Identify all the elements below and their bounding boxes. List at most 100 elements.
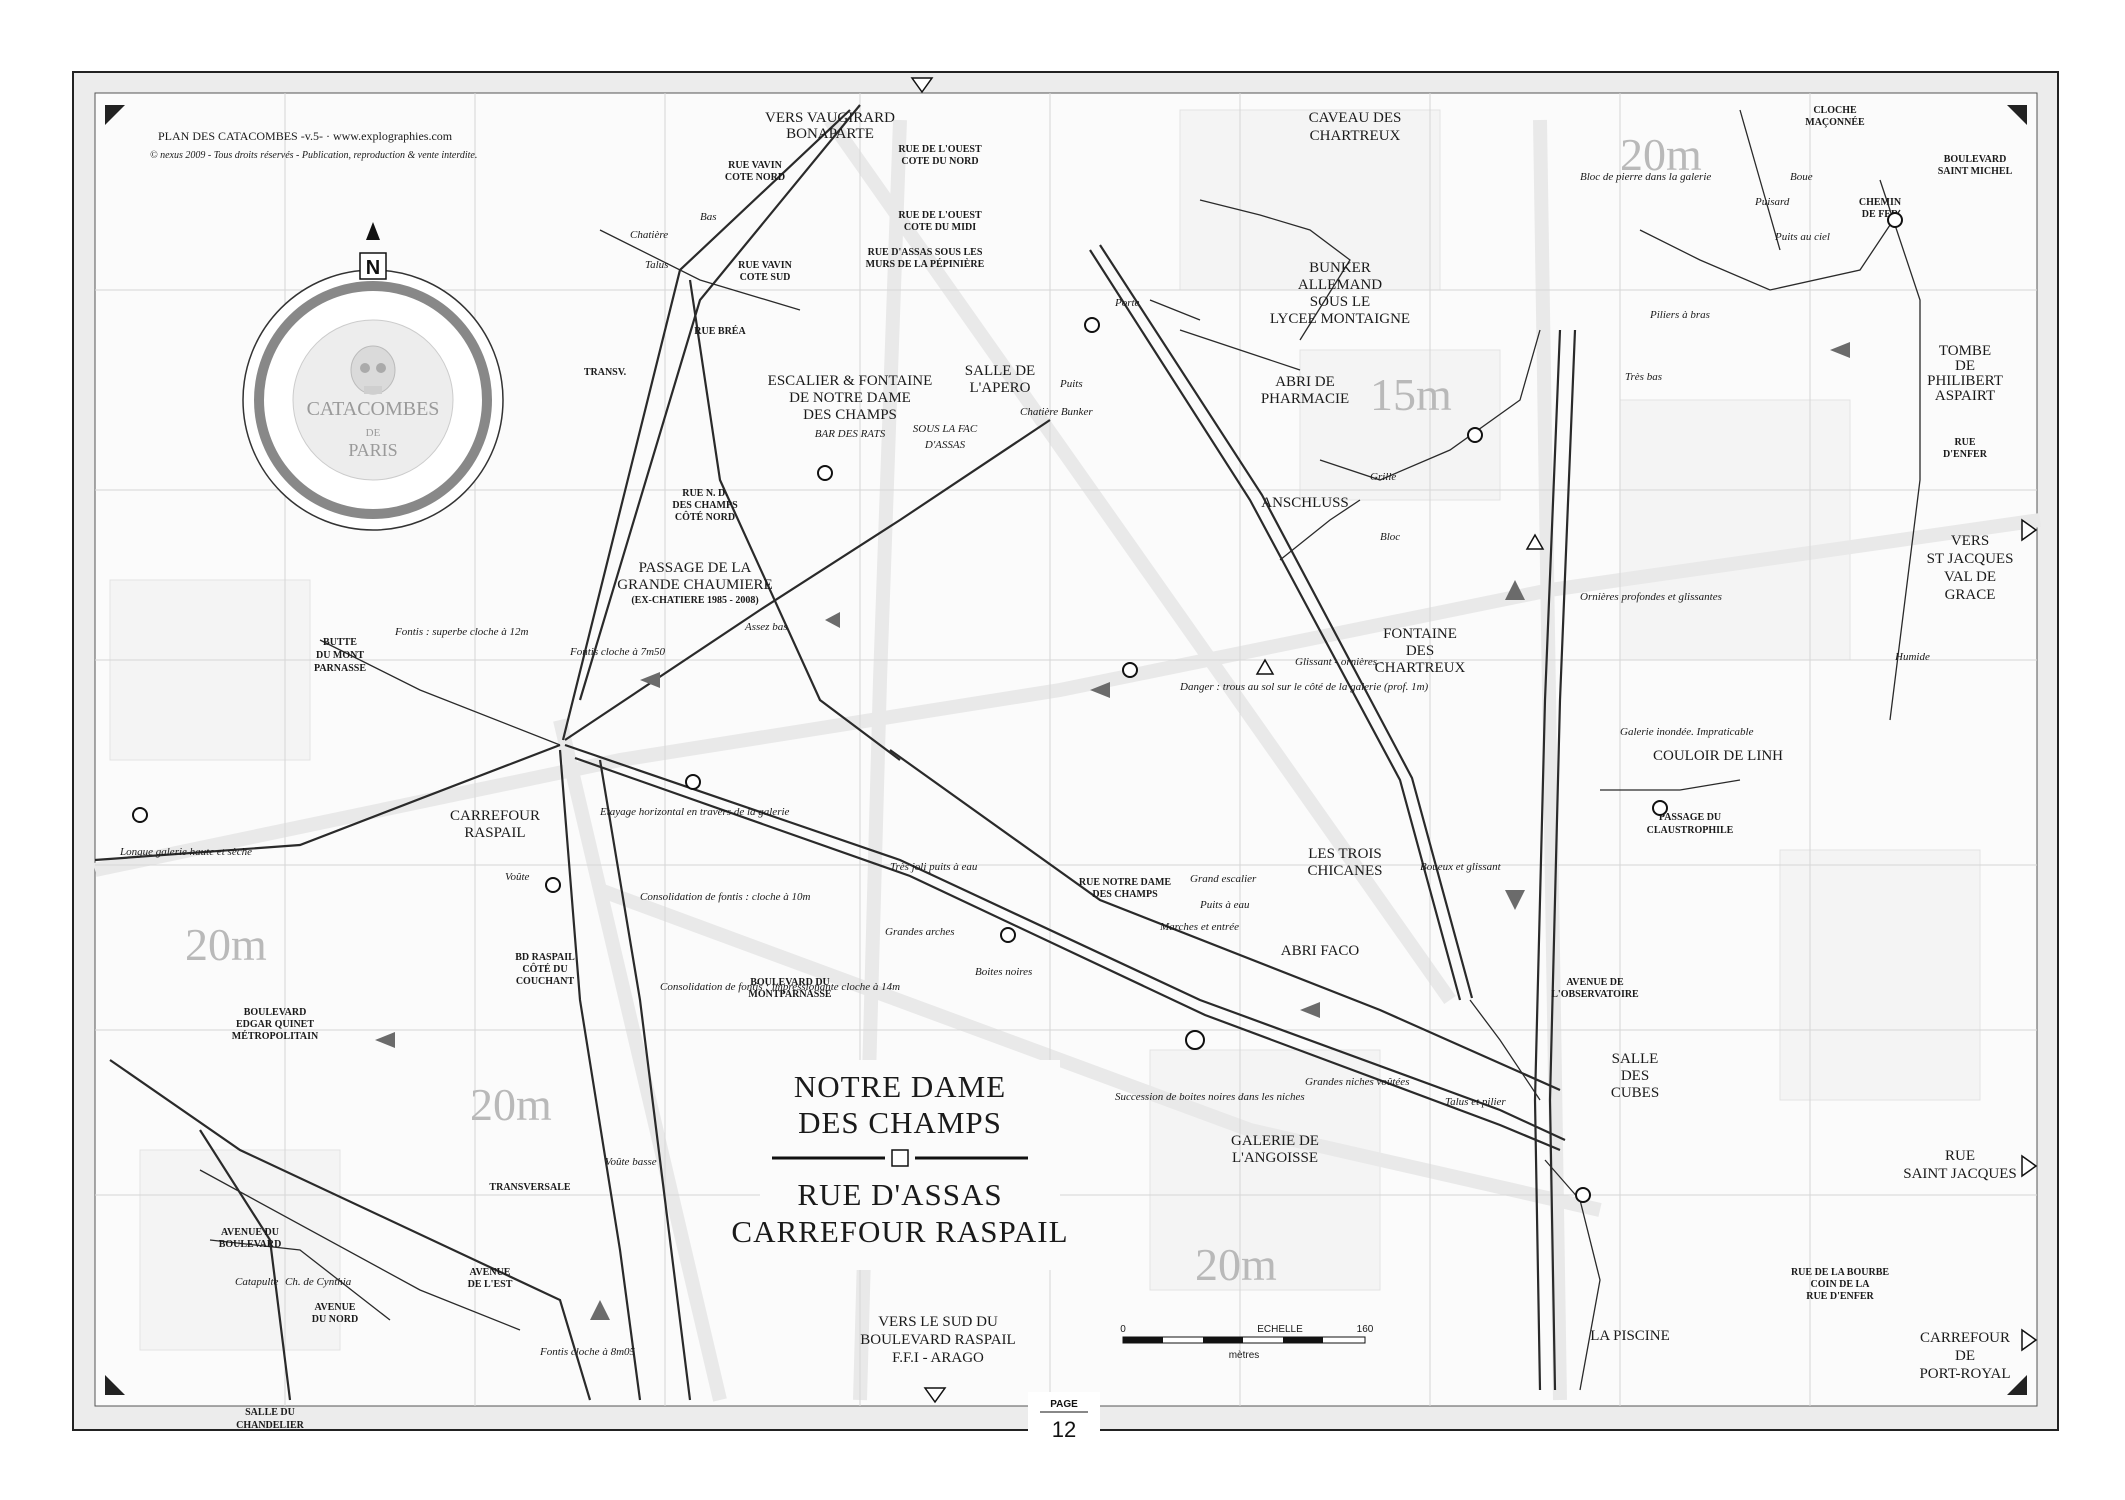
svg-text:CHEMIN: CHEMIN [1859, 197, 1902, 208]
svg-text:Grand escalier: Grand escalier [1190, 873, 1257, 885]
svg-text:BAR DES RATS: BAR DES RATS [815, 428, 886, 440]
logo-line-3: PARIS [348, 440, 397, 460]
map-title: PLAN DES CATACOMBES -v.5- · www.explogra… [158, 129, 453, 143]
well-icon [1122, 662, 1138, 678]
svg-text:DES CHAMPS: DES CHAMPS [803, 407, 897, 423]
edge-label-right-3: CARREFOUR DE PORT-ROYAL [1919, 1328, 2038, 1382]
title-line-1: NOTRE DAME [794, 1069, 1006, 1104]
svg-text:Talus et pilier: Talus et pilier [1445, 1096, 1506, 1108]
warning-icon [1525, 533, 1545, 550]
svg-text:RUE BRÉA: RUE BRÉA [694, 325, 746, 337]
svg-text:Puisard: Puisard [1754, 196, 1790, 208]
svg-text:DE: DE [1955, 358, 1975, 374]
copyright: © nexus 2009 - Tous droits réservés - Pu… [150, 150, 477, 161]
svg-text:VERS VAUGIRARD: VERS VAUGIRARD [765, 110, 895, 126]
svg-text:Boites noires: Boites noires [975, 966, 1032, 978]
svg-text:Longue galerie haute et sèche: Longue galerie haute et sèche [119, 846, 252, 858]
svg-text:SOUS LE: SOUS LE [1310, 294, 1370, 310]
well-icon [1000, 927, 1016, 943]
svg-text:AVENUE: AVENUE [470, 1267, 511, 1278]
svg-text:ALLEMAND: ALLEMAND [1298, 277, 1382, 293]
svg-text:160: 160 [1357, 1324, 1374, 1335]
svg-text:PARNASSE: PARNASSE [314, 663, 366, 674]
svg-text:VERS LE SUD DU: VERS LE SUD DU [878, 1314, 998, 1330]
svg-text:DES: DES [1621, 1068, 1649, 1084]
svg-text:Humide: Humide [1894, 651, 1930, 663]
svg-text:Bas: Bas [700, 211, 717, 223]
svg-text:Grille: Grille [1370, 471, 1396, 483]
well-icon [1084, 317, 1100, 333]
svg-text:Fontis cloche à 8m05: Fontis cloche à 8m05 [539, 1346, 636, 1358]
well-icon [545, 877, 561, 893]
svg-text:CHICANES: CHICANES [1307, 863, 1382, 879]
svg-text:BD RASPAIL: BD RASPAIL [515, 952, 575, 963]
svg-text:F.F.I - ARAGO: F.F.I - ARAGO [892, 1350, 984, 1366]
svg-text:GRANDE CHAUMIERE: GRANDE CHAUMIERE [617, 577, 772, 593]
svg-text:CAVEAU DES: CAVEAU DES [1309, 110, 1402, 126]
svg-text:Ornières profondes et glissant: Ornières profondes et glissantes [1580, 591, 1722, 603]
svg-text:LA PISCINE: LA PISCINE [1590, 1328, 1670, 1344]
warning-icon [1255, 658, 1275, 675]
svg-text:BONAPARTE: BONAPARTE [786, 126, 874, 142]
svg-text:SOUS LA FAC: SOUS LA FAC [913, 423, 978, 435]
svg-text:RUE DE LA BOURBE: RUE DE LA BOURBE [1791, 1267, 1889, 1278]
svg-text:RUE NOTRE DAME: RUE NOTRE DAME [1079, 877, 1172, 888]
edge-label-top: VERS VAUGIRARD BONAPARTE [765, 77, 934, 142]
grid [95, 93, 2037, 1406]
svg-text:D'ASSAS: D'ASSAS [924, 439, 966, 451]
svg-text:CUBES: CUBES [1611, 1085, 1659, 1101]
svg-text:DE L'EST: DE L'EST [468, 1279, 513, 1290]
svg-text:EDGAR QUINET: EDGAR QUINET [236, 1019, 314, 1030]
svg-text:D'ENFER: D'ENFER [1943, 449, 1988, 460]
well-icon [1467, 427, 1483, 443]
svg-text:SAINT JACQUES: SAINT JACQUES [1903, 1166, 2017, 1182]
svg-text:Boue: Boue [1790, 171, 1813, 183]
svg-text:COTE DU NORD: COTE DU NORD [901, 156, 978, 167]
direction-arrows [375, 342, 1850, 1320]
svg-text:ANSCHLUSS: ANSCHLUSS [1261, 495, 1349, 511]
svg-text:PORT-ROYAL: PORT-ROYAL [1919, 1366, 2010, 1382]
scale-bar: 0 ECHELLE 160 mètres [1120, 1324, 1374, 1361]
depth-mark: 20m [1195, 1239, 1277, 1290]
svg-text:Talus: Talus [645, 259, 668, 271]
title-line-2: DES CHAMPS [798, 1105, 1002, 1140]
svg-text:DES CHAMPS: DES CHAMPS [672, 500, 738, 511]
svg-text:COTE SUD: COTE SUD [740, 272, 791, 283]
svg-text:PHILIBERT: PHILIBERT [1927, 373, 2003, 389]
svg-text:RUE D'ENFER: RUE D'ENFER [1806, 1291, 1874, 1302]
svg-text:Bloc de pierre dans la galerie: Bloc de pierre dans la galerie [1580, 171, 1711, 183]
svg-text:(EX-CHATIERE 1985 - 2008): (EX-CHATIERE 1985 - 2008) [631, 595, 758, 606]
svg-text:Catapulte: Catapulte [235, 1276, 279, 1288]
svg-text:Très joli puits à eau: Très joli puits à eau [890, 861, 978, 873]
svg-text:SAINT MICHEL: SAINT MICHEL [1938, 166, 2013, 177]
svg-text:FONTAINE: FONTAINE [1383, 626, 1457, 642]
svg-text:RASPAIL: RASPAIL [464, 825, 525, 841]
svg-text:BOULEVARD: BOULEVARD [244, 1007, 307, 1018]
svg-text:Puits à eau: Puits à eau [1199, 899, 1250, 911]
svg-text:COUCHANT: COUCHANT [516, 976, 575, 987]
svg-text:TOMBE: TOMBE [1939, 343, 1991, 359]
svg-text:0: 0 [1120, 1324, 1126, 1335]
svg-text:SALLE DE: SALLE DE [965, 363, 1035, 379]
svg-text:ASPAIRT: ASPAIRT [1935, 388, 1995, 404]
svg-text:Chatière Bunker: Chatière Bunker [1020, 406, 1093, 418]
svg-text:Fontis cloche à 7m50: Fontis cloche à 7m50 [569, 646, 666, 658]
svg-text:Grandes arches: Grandes arches [885, 926, 955, 938]
svg-text:Porte: Porte [1114, 297, 1140, 309]
svg-text:Boueux et glissant: Boueux et glissant [1420, 861, 1502, 873]
svg-text:PASSAGE DE LA: PASSAGE DE LA [639, 560, 752, 576]
svg-text:RUE DE L'OUEST: RUE DE L'OUEST [898, 210, 982, 221]
svg-text:COTE NORD: COTE NORD [725, 172, 785, 183]
svg-text:Piliers à bras: Piliers à bras [1649, 309, 1710, 321]
well-icon [1575, 1187, 1591, 1203]
svg-text:12: 12 [1052, 1417, 1076, 1442]
svg-text:RUE: RUE [1945, 1148, 1975, 1164]
svg-text:BOULEVARD: BOULEVARD [219, 1239, 282, 1250]
depth-mark: 15m [1370, 369, 1452, 420]
svg-text:DES CHAMPS: DES CHAMPS [1092, 889, 1158, 900]
svg-text:MONTPARNASSE: MONTPARNASSE [748, 989, 831, 1000]
svg-text:BOULEVARD DU: BOULEVARD DU [750, 977, 830, 988]
depth-marks: 20m 15m 20m 20m 20m [185, 129, 1702, 1290]
svg-text:TRANSV.: TRANSV. [584, 367, 627, 378]
compass-rose: N CATACOMBES DE PARIS [242, 222, 504, 531]
